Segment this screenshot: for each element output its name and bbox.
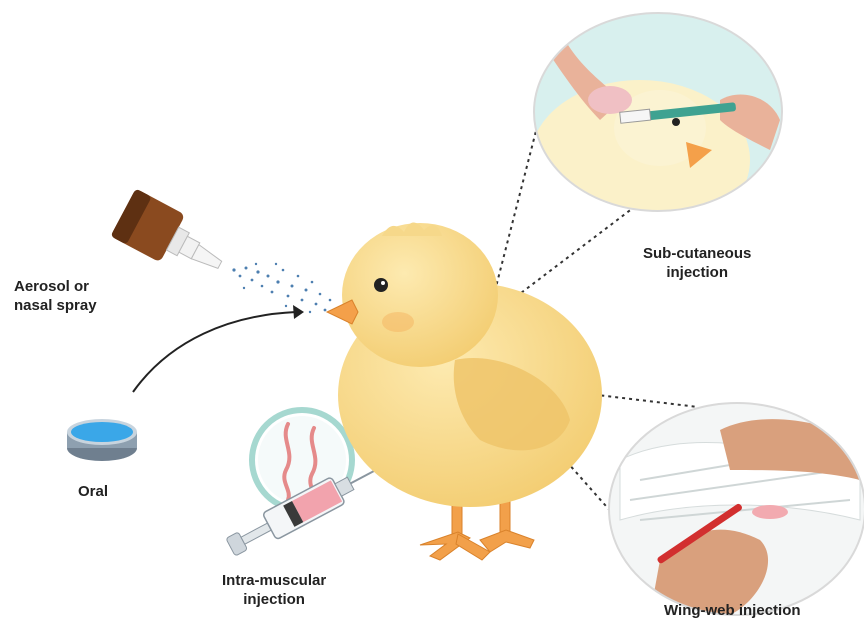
label-subcutaneous-line1: Sub-cutaneous [643,244,751,263]
label-aerosol-line1: Aerosol or [14,277,97,296]
oral-arrow [133,305,304,392]
label-aerosol-line2: nasal spray [14,296,97,315]
label-oral: Oral [78,482,108,501]
chick-illustration [327,222,602,560]
petri-dish-icon [67,419,137,461]
label-aerosol-nasal-spray: Aerosol or nasal spray [14,277,97,315]
spray-bottle-icon [110,188,232,287]
label-subcutaneous: Sub-cutaneous injection [643,244,751,282]
label-intramuscular-line1: Intra-muscular [222,571,326,590]
spray-droplets [232,263,337,314]
wing-web-inset-illustration [609,403,864,615]
label-subcutaneous-line2: injection [643,263,751,282]
label-wing-web-injection: Wing-web injection [664,601,801,620]
label-intramuscular-line2: injection [222,590,326,609]
label-intramuscular: Intra-muscular injection [222,571,326,609]
subcutaneous-inset-illustration [530,13,782,240]
